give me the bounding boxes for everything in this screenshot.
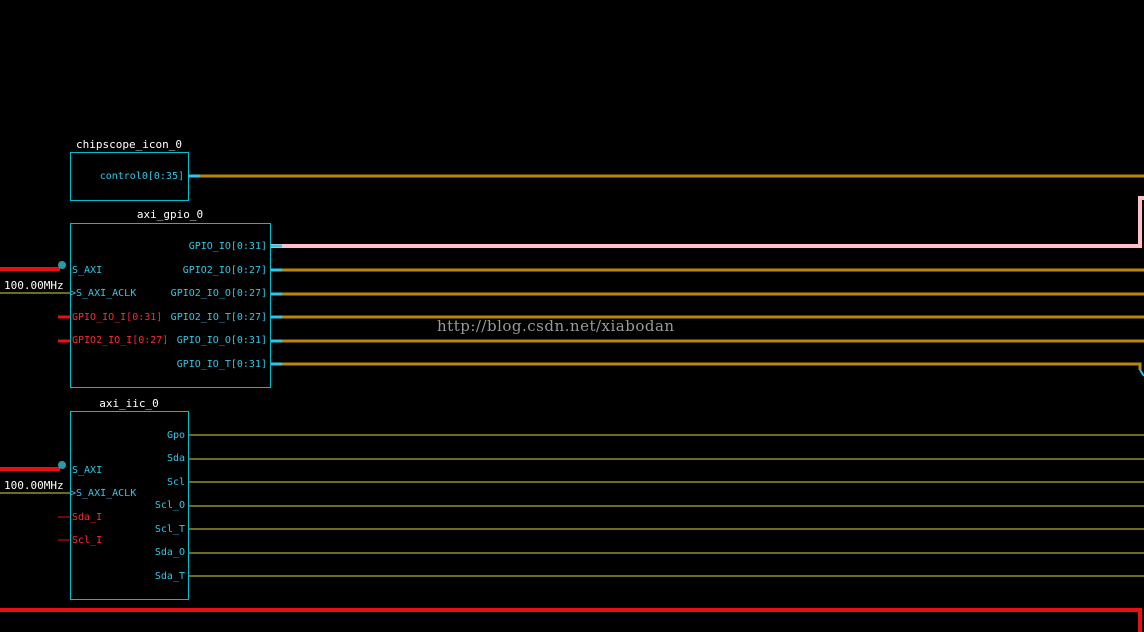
net-gpio-io-t[interactable] xyxy=(270,362,1142,370)
gpio-pin-out-5: GPIO_IO_T[0:31] xyxy=(176,359,267,370)
iic-block[interactable] xyxy=(70,411,189,600)
iic-out-nets[interactable] xyxy=(188,434,1144,577)
iic-instance-name: axi_iic_0 xyxy=(99,397,159,410)
iic-pin-s-axi: S_AXI xyxy=(72,465,103,476)
gpio-pin-out-4: GPIO_IO_O[0:31] xyxy=(176,335,267,346)
iic-pin-scl-o: Scl_O xyxy=(154,500,185,511)
iic-pin-sda-i: Sda_I xyxy=(72,512,103,523)
gpio-block[interactable] xyxy=(70,223,271,388)
iic-pin-scl-i: Scl_I xyxy=(72,535,103,546)
gpio-pin-s-axi: S_AXI xyxy=(72,265,103,276)
iic-pin-gpo: Gpo xyxy=(166,430,185,441)
watermark-text: http://blog.csdn.net/xiabodan xyxy=(437,317,675,335)
gpio-instance-name: axi_gpio_0 xyxy=(136,208,204,221)
bus-connector-dot xyxy=(58,461,66,469)
iic-pin-scl: Scl xyxy=(166,477,185,488)
gpio-pin-io-i: GPIO_IO_I[0:31] xyxy=(72,312,163,323)
gpio-clock-freq: 100.00MHz xyxy=(4,279,64,292)
chipscope-instance-name: chipscope_icon_0 xyxy=(76,138,182,151)
chipscope-block[interactable] xyxy=(70,152,189,201)
gpio-pin-gpio2-io-i: GPIO2_IO_I[0:27] xyxy=(72,335,169,346)
gpio-pin-out-2: GPIO2_IO_O[0:27] xyxy=(170,288,267,299)
gpio-pin-out-3: GPIO2_IO_T[0:27] xyxy=(170,312,267,323)
iic-pin-sda-o: Sda_O xyxy=(154,547,185,558)
iic-pin-s-axi-aclk: >S_AXI_ACLK xyxy=(70,488,137,499)
iic-pin-scl-t: Scl_T xyxy=(154,524,185,535)
pin-control0: control0[0:35] xyxy=(99,171,184,182)
iic-pin-sda-t: Sda_T xyxy=(154,571,185,582)
iic-clock-freq: 100.00MHz xyxy=(4,479,64,492)
iic-pin-sda: Sda xyxy=(166,453,185,464)
net-gpio-io-t-tail xyxy=(1139,369,1144,377)
net-gpio-io-selected[interactable] xyxy=(270,196,1144,248)
gpio-pin-s-axi-aclk: >S_AXI_ACLK xyxy=(70,288,137,299)
gpio-pin-out-0: GPIO_IO[0:31] xyxy=(188,241,267,252)
net-bottom-axi[interactable] xyxy=(0,608,1142,632)
gpio-out-stubs xyxy=(270,244,282,366)
gpio-pin-out-1: GPIO2_IO[0:27] xyxy=(182,265,267,276)
bus-connector-dot xyxy=(58,261,66,269)
